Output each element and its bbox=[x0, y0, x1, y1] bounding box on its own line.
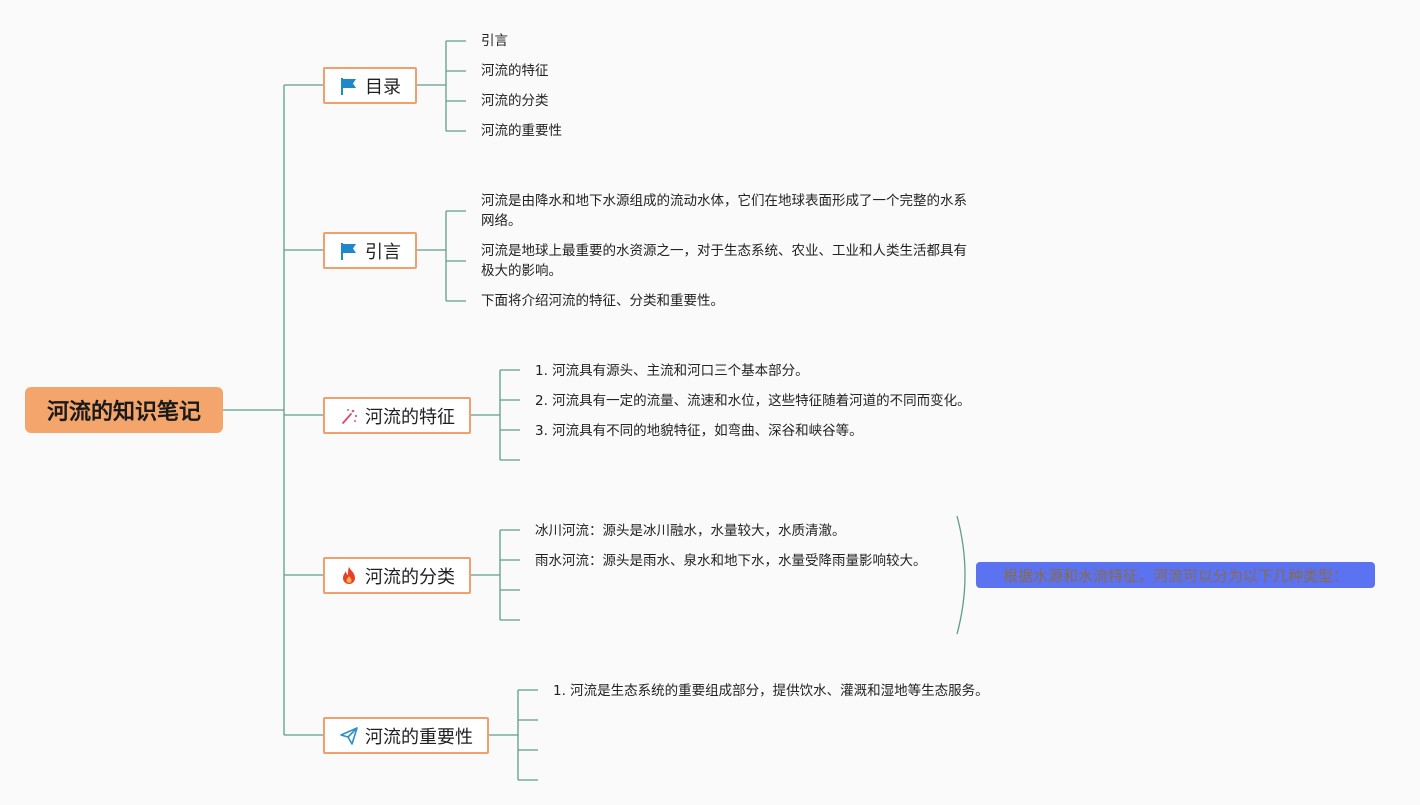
toc-item[interactable]: 河流的特征 bbox=[481, 63, 549, 79]
branch-importance[interactable]: 河流的重要性 bbox=[323, 717, 489, 754]
paper-plane-icon bbox=[339, 726, 359, 746]
root-title: 河流的知识笔记 bbox=[46, 400, 201, 425]
branch-classification-label: 河流的分类 bbox=[365, 566, 455, 588]
branch-intro-label: 引言 bbox=[365, 241, 401, 263]
intro-item[interactable]: 下面将介绍河流的特征、分类和重要性。 bbox=[481, 293, 724, 309]
classification-summary[interactable]: 根据水源和水流特征，河流可以分为以下几种类型： bbox=[976, 562, 1375, 588]
classification-summary-text: 根据水源和水流特征，河流可以分为以下几种类型： bbox=[1002, 566, 1348, 585]
branch-toc-label: 目录 bbox=[365, 76, 401, 98]
branch-toc[interactable]: 目录 bbox=[323, 67, 417, 104]
branch-features-label: 河流的特征 bbox=[365, 406, 455, 428]
importance-item[interactable]: 1. 河流是生态系统的重要组成部分，提供饮水、灌溉和湿地等生态服务。 bbox=[553, 683, 989, 699]
toc-item[interactable]: 引言 bbox=[481, 33, 508, 49]
branch-classification[interactable]: 河流的分类 bbox=[323, 557, 471, 594]
summary-bracket bbox=[956, 515, 966, 635]
branch-intro[interactable]: 引言 bbox=[323, 232, 417, 269]
branch-features[interactable]: 河流的特征 bbox=[323, 397, 471, 434]
intro-item[interactable]: 河流是地球上最重要的水资源之一，对于生态系统、农业、工业和人类生活都具有极大的影… bbox=[481, 243, 967, 279]
classification-item[interactable]: 冰川河流：源头是冰川融水，水量较大，水质清澈。 bbox=[535, 523, 846, 539]
fire-icon bbox=[339, 566, 359, 586]
toc-item[interactable]: 河流的重要性 bbox=[481, 123, 562, 139]
features-item[interactable]: 2. 河流具有一定的流量、流速和水位，这些特征随着河道的不同而变化。 bbox=[535, 393, 971, 409]
classification-item[interactable]: 雨水河流：源头是雨水、泉水和地下水，水量受降雨量影响较大。 bbox=[535, 553, 927, 569]
branch-importance-label: 河流的重要性 bbox=[365, 726, 473, 748]
blue-flag-icon bbox=[339, 241, 359, 261]
root-topic[interactable]: 河流的知识笔记 bbox=[25, 387, 223, 433]
toc-item[interactable]: 河流的分类 bbox=[481, 93, 549, 109]
features-item[interactable]: 3. 河流具有不同的地貌特征，如弯曲、深谷和峡谷等。 bbox=[535, 423, 863, 439]
blue-flag-icon bbox=[339, 76, 359, 96]
intro-item[interactable]: 河流是由降水和地下水源组成的流动水体，它们在地球表面形成了一个完整的水系网络。 bbox=[481, 193, 967, 229]
sparkle-wand-icon bbox=[339, 406, 359, 426]
features-item[interactable]: 1. 河流具有源头、主流和河口三个基本部分。 bbox=[535, 363, 809, 379]
